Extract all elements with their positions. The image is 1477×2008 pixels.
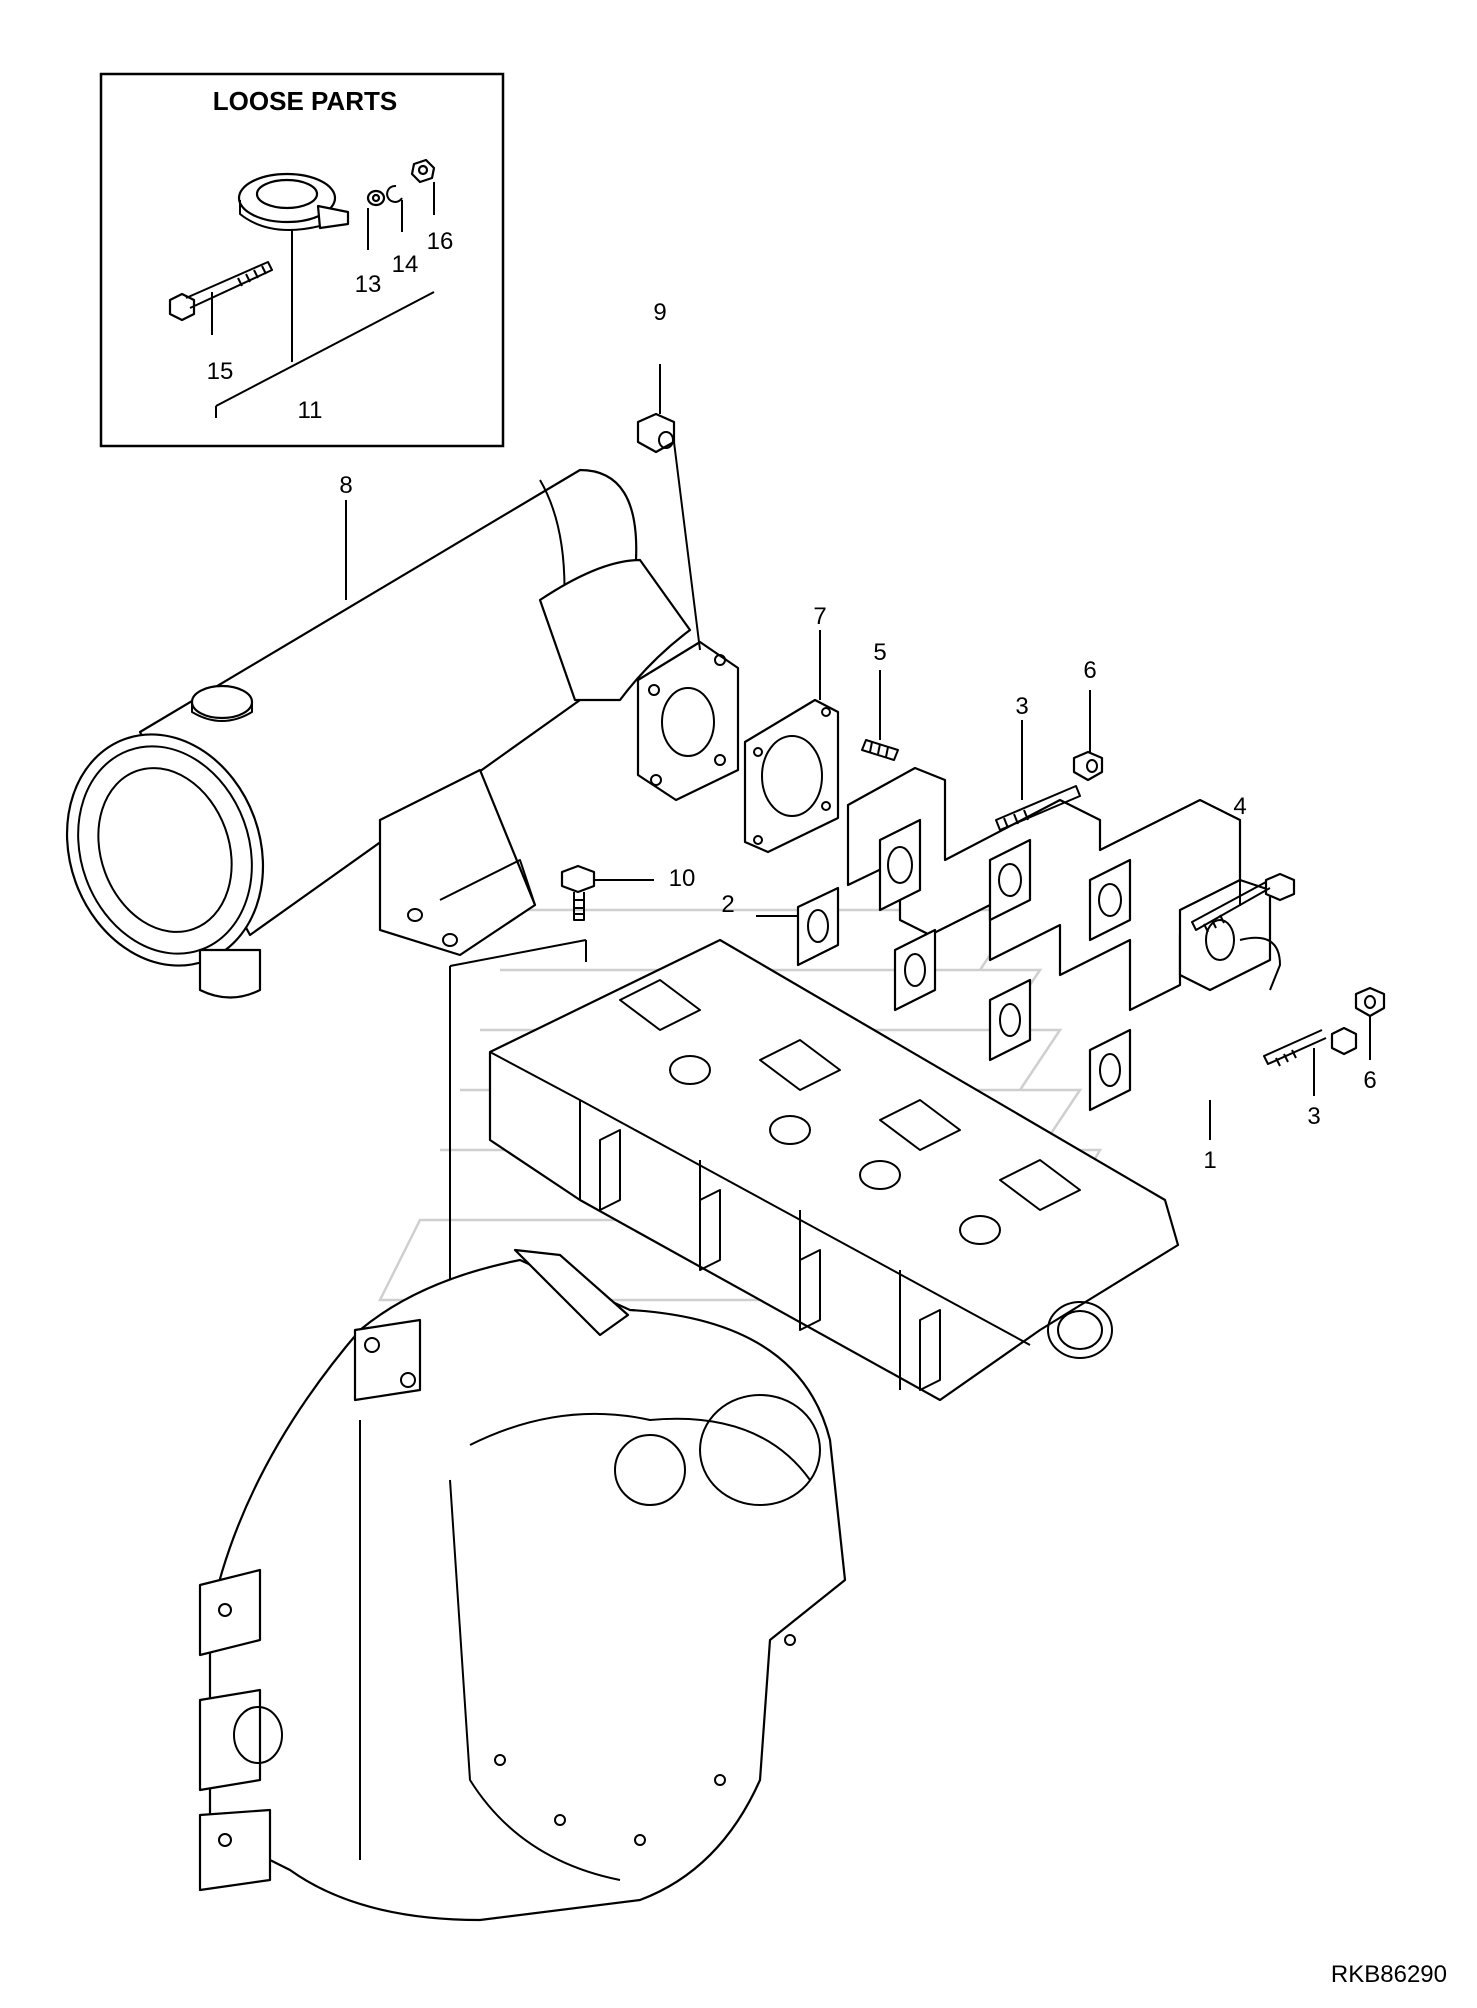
loose-parts-leaders	[211, 182, 435, 418]
clamp-part	[237, 172, 350, 231]
exhaust-gaskets-2	[756, 886, 1132, 1112]
callout-7: 7	[813, 603, 826, 630]
callout-13: 13	[355, 271, 382, 298]
callout-5: 5	[873, 639, 886, 666]
callout-14: 14	[392, 251, 419, 278]
stud-5	[861, 670, 899, 761]
cylinder-head	[488, 938, 1180, 1402]
loose-parts-box: LOOSE PARTS	[99, 72, 505, 448]
callout-10: 10	[669, 865, 696, 892]
bolt-3-bottom	[1263, 1026, 1358, 1096]
callout-3-top: 3	[1015, 693, 1028, 720]
callout-1: 1	[1203, 1147, 1216, 1174]
small-hardware	[366, 158, 436, 207]
reference-code: RKB86290	[1331, 1961, 1447, 1988]
bolt-10	[560, 864, 654, 921]
silencer-part	[65, 468, 740, 999]
callout-9: 9	[653, 299, 666, 326]
callout-11: 11	[298, 397, 323, 424]
nut-9	[636, 364, 701, 651]
callout-6-top: 6	[1083, 657, 1096, 684]
flywheel-housing	[198, 1248, 847, 1922]
callout-4: 4	[1233, 793, 1246, 820]
bolt-3-top	[995, 720, 1081, 831]
callout-16: 16	[427, 228, 454, 255]
gasket-7	[743, 630, 840, 854]
callout-15: 15	[207, 358, 234, 385]
callout-6-bottom: 6	[1363, 1067, 1376, 1094]
nut-6-top	[1072, 690, 1104, 782]
callout-8: 8	[339, 472, 352, 499]
bolt-4	[1191, 830, 1296, 933]
callout-3-bottom: 3	[1307, 1103, 1320, 1130]
exhaust-manifold	[846, 766, 1281, 1012]
bolt-part	[168, 261, 273, 322]
nut-6-bottom	[1354, 986, 1386, 1060]
loose-parts-title: LOOSE PARTS	[213, 86, 397, 116]
callout-2: 2	[721, 891, 734, 918]
